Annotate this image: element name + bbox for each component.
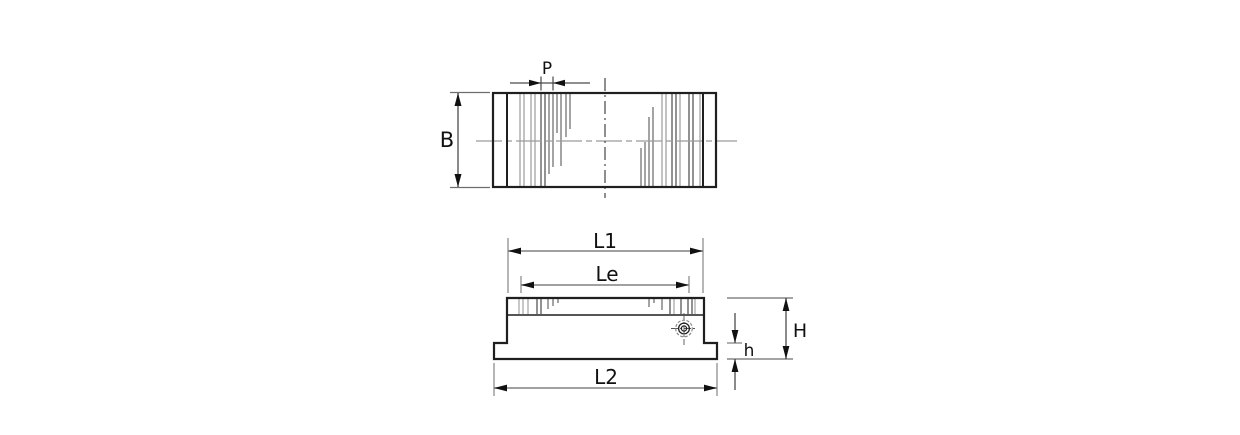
dim-h: h <box>727 313 754 390</box>
arrow-left-icon <box>521 281 534 289</box>
dim-Le: Le <box>520 262 690 293</box>
arrow-right-icon <box>690 247 703 255</box>
top-view-outline <box>491 91 718 189</box>
arrow-up-icon <box>454 93 462 106</box>
arrow-down-icon <box>782 346 790 359</box>
dim-label-Le: Le <box>595 262 618 286</box>
dim-label-h: h <box>744 341 755 361</box>
screw-middle-circle <box>677 322 691 335</box>
arrow-left-icon <box>508 247 521 255</box>
side-view-outline <box>492 296 719 361</box>
screw-port <box>671 313 697 345</box>
dim-H: H <box>727 297 807 360</box>
arrow-left-icon <box>553 79 565 87</box>
dim-label-B: B <box>440 128 454 152</box>
screw-outer-circle <box>675 319 693 338</box>
dim-P: P <box>510 59 590 91</box>
dim-L1: L1 <box>507 229 704 293</box>
side-view <box>492 296 719 361</box>
arrow-down-icon <box>454 174 462 187</box>
arrow-down-icon <box>731 330 739 343</box>
arrow-right-icon <box>529 79 541 87</box>
top-view <box>476 78 737 198</box>
dim-label-H: H <box>793 320 807 342</box>
dim-label-L2: L2 <box>594 365 618 389</box>
arrow-left-icon <box>494 384 507 392</box>
dim-L2: L2 <box>493 363 718 396</box>
side-view-pole-lines <box>518 299 696 314</box>
top-view-pole-lines <box>519 94 701 186</box>
screw-inner-circle <box>680 325 688 332</box>
dim-label-P: P <box>542 59 552 79</box>
arrow-right-icon <box>676 281 689 289</box>
arrow-right-icon <box>704 384 717 392</box>
arrow-up-icon <box>782 298 790 311</box>
dim-B: B <box>440 91 490 189</box>
dim-label-L1: L1 <box>593 229 617 253</box>
arrow-up-icon <box>731 359 739 372</box>
top-view-end-plates <box>506 93 704 187</box>
